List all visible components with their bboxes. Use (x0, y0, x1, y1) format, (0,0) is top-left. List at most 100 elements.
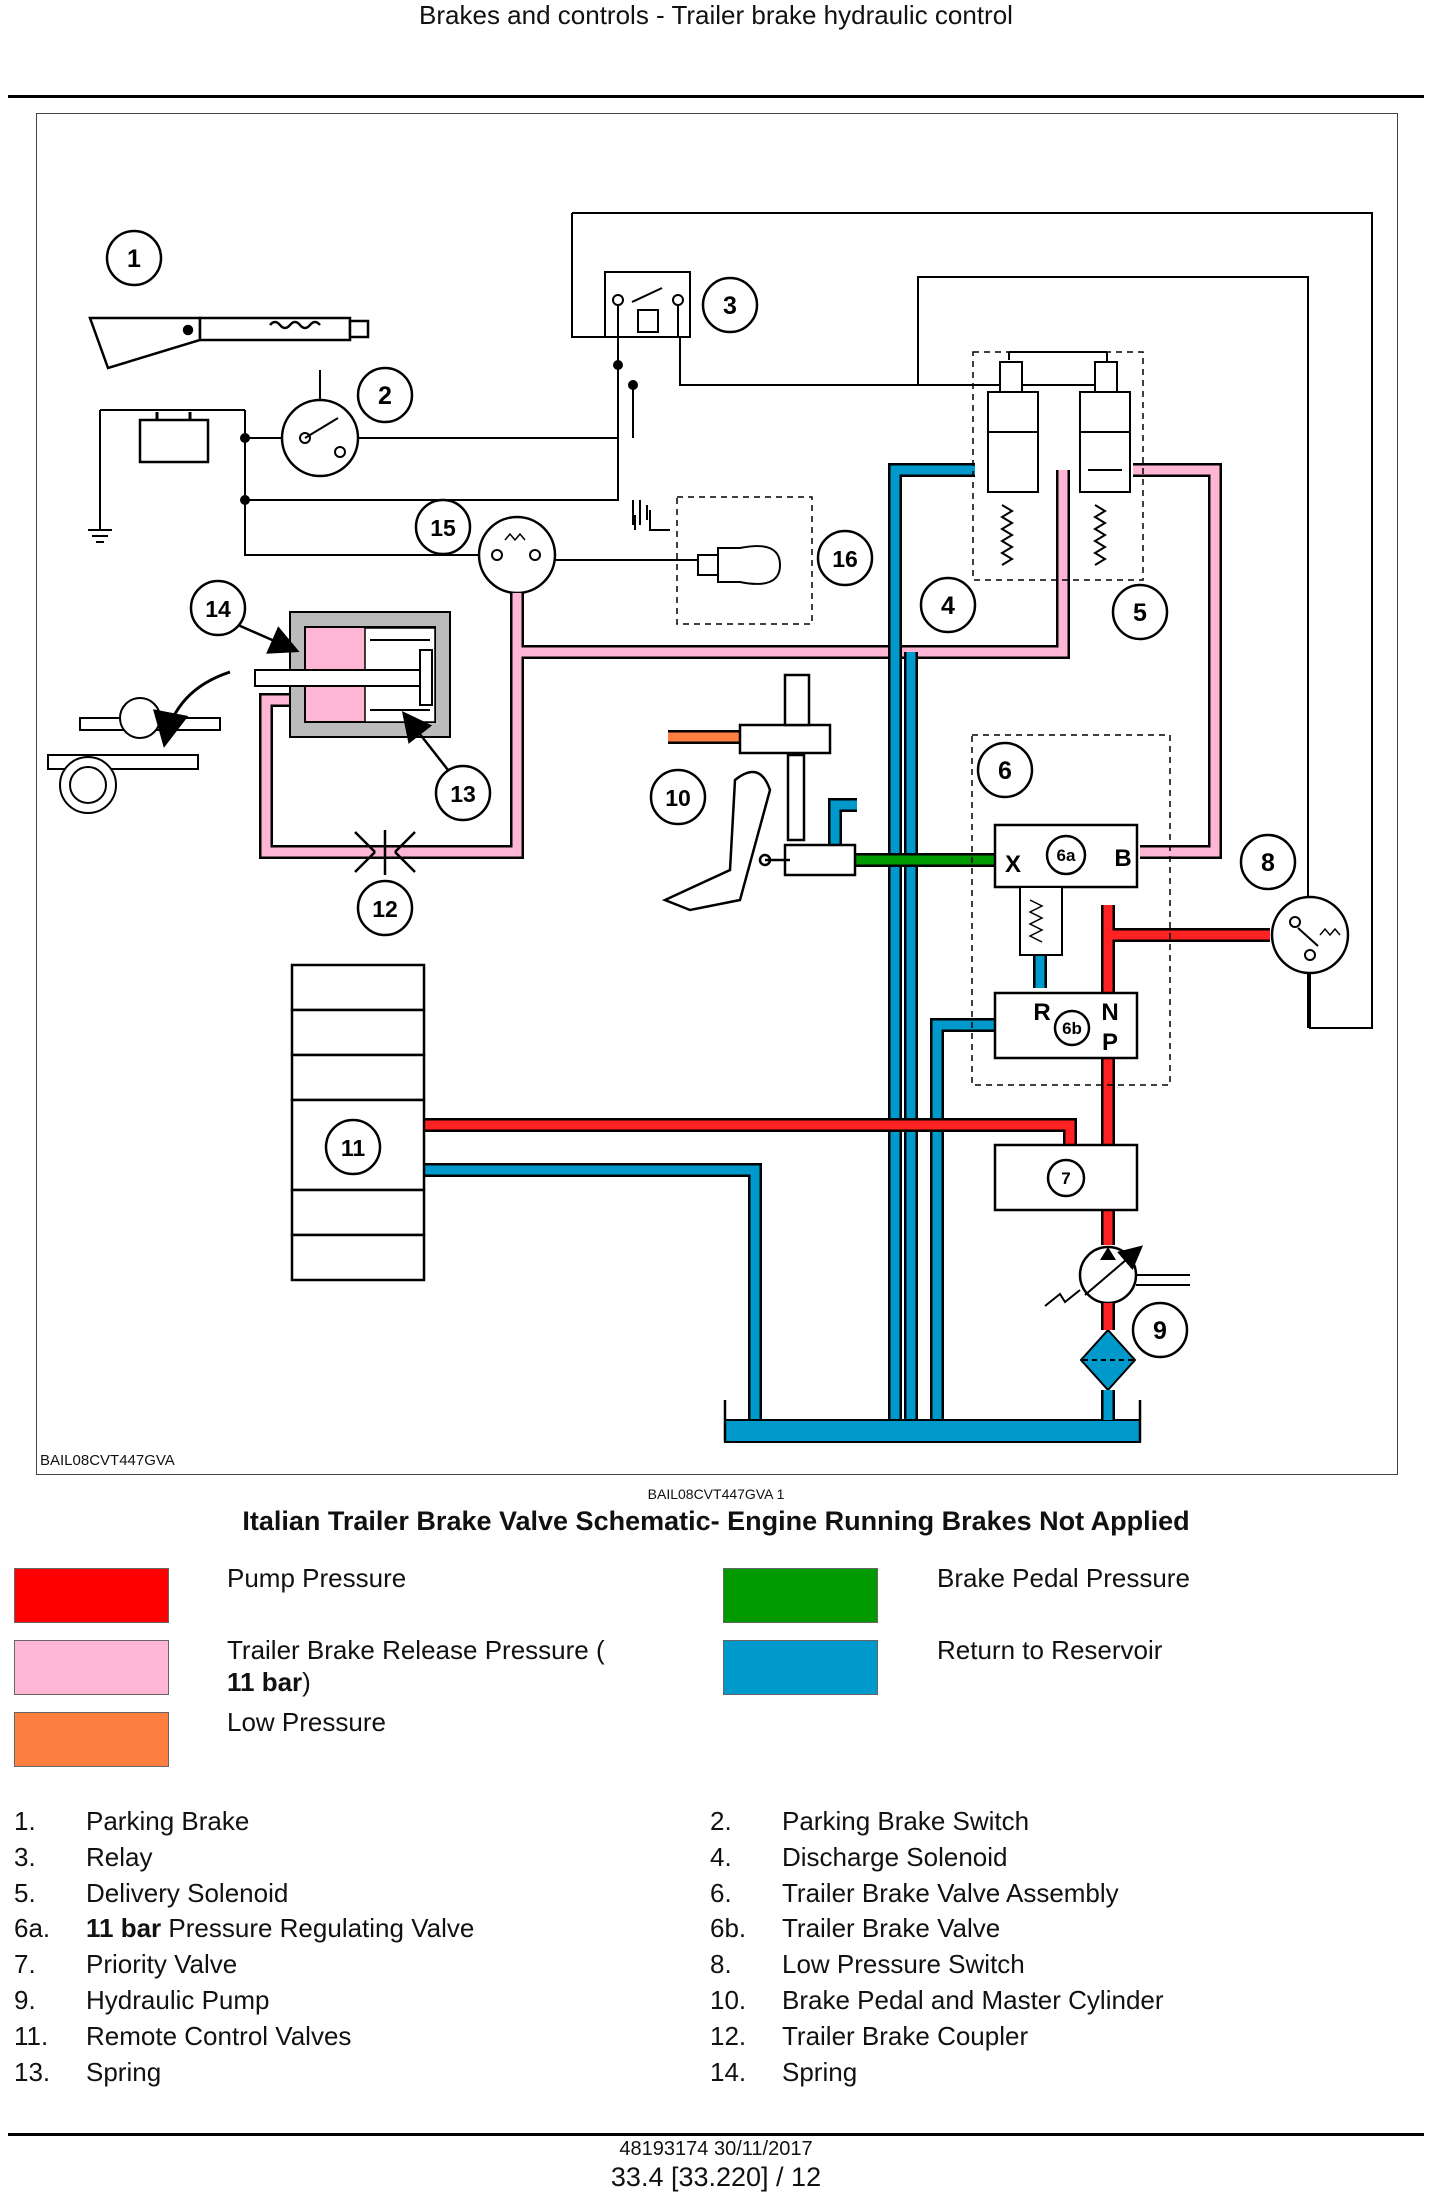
callout-1: 1 (105, 229, 163, 287)
legend-swatch-pump (14, 1568, 169, 1623)
solenoid-box (972, 351, 1144, 581)
legend-label-pump: Pump Pressure (227, 1563, 407, 1593)
warning-lamp-icon (697, 545, 782, 585)
component-item: 3. Relay (14, 1841, 152, 1873)
valve-assembly-box (971, 734, 1171, 1086)
brake-pedal (661, 673, 857, 912)
footer-rule (8, 2133, 1424, 2136)
component-text: Parking Brake (86, 1806, 250, 1836)
component-text: Priority Valve (86, 1949, 238, 1980)
callout-6b: 6b (1053, 1009, 1091, 1047)
component-item: 12. Trailer Brake Coupler (710, 2020, 1028, 2052)
footer-page: 33.4 [33.220] / 12 (610, 2162, 822, 2192)
callout-13: 13 (434, 764, 492, 822)
electrical-wiring (99, 212, 1373, 1029)
svg-text:1: 1 (127, 245, 141, 273)
release-pressure-line (261, 465, 1220, 857)
wire-4 (917, 276, 1309, 1028)
component-text: Hydraulic Pump (86, 1985, 270, 2015)
component-number: 4. (710, 1841, 732, 1872)
component-item: 10.Brake Pedal and Master Cylinder (710, 1984, 1164, 2016)
component-item: 9. Hydraulic Pump (14, 1984, 270, 2016)
port-label-x: X (1005, 851, 1021, 878)
component-item: 6.Trailer Brake Valve Assembly (710, 1877, 1119, 1909)
diagram-frame (36, 113, 1398, 1475)
delivery-solenoid (1079, 361, 1131, 566)
callout-16: 16 (816, 529, 874, 587)
legend-swatch-release (14, 1640, 169, 1695)
remote-control-valves (290, 963, 426, 1282)
footer-doc: 48193174 30/11/2017 (619, 2138, 813, 2160)
callout-14: 14 (189, 579, 247, 637)
wire-3b (679, 337, 1108, 386)
svg-text:4: 4 (941, 592, 955, 620)
relay (604, 271, 691, 338)
component-text: Delivery Solenoid (86, 1877, 289, 1908)
component-item: 5. Delivery Solenoid (14, 1877, 288, 1909)
callout-15: 15 (414, 498, 472, 556)
legend-label-release: Trailer Brake Release Pressure (11 bar) (227, 1635, 605, 1697)
callout-9: 9 (1131, 1301, 1189, 1359)
component-number: 5. (14, 1877, 36, 1908)
svg-text:15: 15 (430, 515, 456, 541)
component-text: Trailer Brake Valve Assembly (782, 1877, 1119, 1908)
component-text: Spring (86, 2056, 162, 2087)
svg-text:2: 2 (378, 382, 392, 410)
callout-7: 7 (1046, 1158, 1086, 1198)
component-text: Relay (86, 1841, 153, 1872)
component-item: 2.Parking Brake Switch (710, 1805, 1029, 1837)
component-number: 1. (14, 1806, 36, 1836)
component-number: 7. (14, 1949, 36, 1980)
component-text: Remote Control Valves (86, 2020, 352, 2051)
component-text: Parking Brake Switch (782, 1806, 1030, 1836)
port-label-p: P (1102, 1029, 1118, 1056)
port-label-r: R (1033, 999, 1050, 1026)
component-item: 6b.Trailer Brake Valve (710, 1912, 1000, 1944)
component-item: 6a.11 bar Pressure Regulating Valve (14, 1912, 474, 1944)
svg-text:16: 16 (832, 546, 858, 572)
svg-text:13: 13 (450, 781, 476, 807)
component-number: 10. (710, 1985, 747, 2015)
component-item: 8.Low Pressure Switch (710, 1948, 1025, 1980)
component-number: 3. (14, 1841, 36, 1872)
component-number: 13. (14, 2056, 51, 2087)
svg-text:6b: 6b (1062, 1019, 1082, 1038)
low-pressure-switch (1270, 895, 1350, 975)
component-text: Low Pressure Switch (782, 1949, 1025, 1980)
svg-text:6a: 6a (1057, 846, 1076, 865)
svg-text:12: 12 (372, 896, 398, 922)
component-item: 13. Spring (14, 2056, 161, 2088)
component-number: 9. (14, 1985, 36, 2015)
callout-3: 3 (701, 276, 759, 334)
component-text: Pressure Regulating Valve (161, 1913, 475, 1944)
component-text: Discharge Solenoid (782, 1841, 1008, 1872)
callout-2: 2 (356, 366, 414, 424)
svg-text:8: 8 (1261, 849, 1275, 877)
svg-text:10: 10 (665, 785, 691, 811)
component-item: 1. Parking Brake (14, 1805, 249, 1837)
callout-11: 11 (324, 1118, 382, 1176)
callout-5: 5 (1111, 583, 1169, 641)
component-text: Trailer Brake Coupler (782, 2020, 1029, 2051)
legend-label-return: Return to Reservoir (937, 1635, 1163, 1665)
figure-ref: BAIL08CVT447GVA 1 (647, 1486, 785, 1502)
legend-swatch-return (723, 1640, 878, 1695)
pump-pressure-line (425, 905, 1270, 1245)
legend-swatch-low (14, 1712, 169, 1767)
page-header: Brakes and controls - Trailer brake hydr… (419, 0, 1013, 30)
parking-brake-switch (280, 370, 360, 478)
battery-icon (138, 418, 210, 464)
component-number: 12. (710, 2020, 747, 2051)
component-number: 11. (14, 2020, 49, 2051)
port-label-n: N (1101, 999, 1118, 1026)
reservoir (724, 1419, 1141, 1443)
lamp-box (676, 496, 813, 625)
discharge-solenoid (987, 361, 1039, 566)
ground-symbol (88, 500, 648, 543)
svg-text:7: 7 (1061, 1169, 1070, 1188)
return-line (425, 465, 1045, 1425)
trailer-brake-valve-6b (993, 991, 1139, 1060)
svg-text:6: 6 (998, 757, 1012, 785)
